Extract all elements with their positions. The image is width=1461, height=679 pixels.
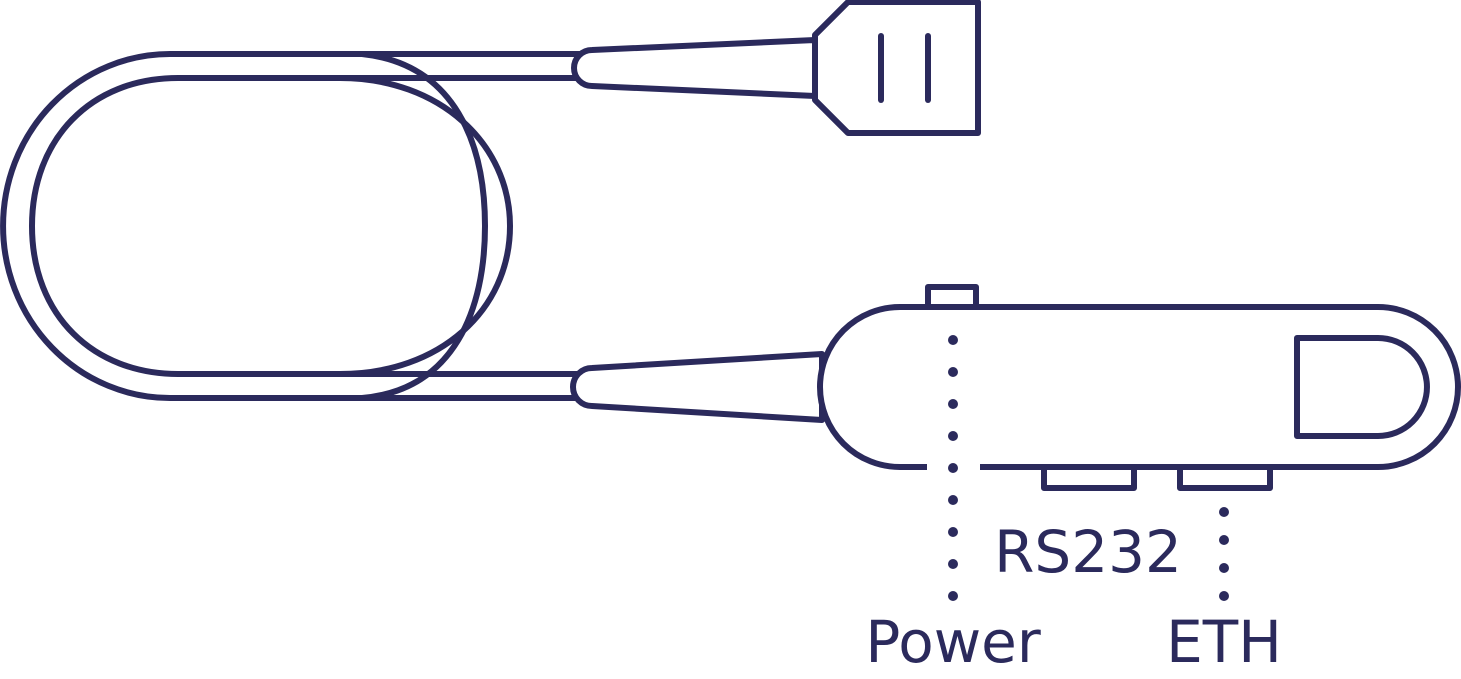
power-leader-dot	[948, 431, 958, 441]
eth-leader-line	[1219, 507, 1229, 601]
cable-outer-loop	[0, 51, 583, 401]
rs232-label: RS232	[994, 518, 1182, 586]
device-window	[1294, 335, 1430, 439]
device-strain-relief	[570, 351, 825, 423]
power-leader-dot	[948, 527, 958, 537]
power-leader-dot	[948, 399, 958, 409]
power-leader-line	[948, 335, 958, 601]
power-label: Power	[865, 608, 1041, 676]
plug-strain-relief	[571, 37, 818, 99]
power-leader-dot	[948, 335, 958, 345]
cable-crossing-outer	[359, 51, 488, 401]
eth-port	[1177, 464, 1273, 491]
power-leader-dot	[948, 591, 958, 601]
plug-icon	[571, 0, 981, 136]
power-leader-dot	[948, 463, 958, 473]
power-leader-dot	[948, 367, 958, 377]
rs232-port	[1041, 464, 1137, 491]
eth-leader-dot	[1219, 507, 1229, 517]
eth-leader-dot	[1219, 535, 1229, 545]
cable-icon	[0, 51, 583, 401]
cable-crossing	[337, 75, 513, 377]
device-icon	[570, 284, 1461, 491]
eth-leader-dot	[1219, 563, 1229, 573]
plug-head	[812, 0, 981, 136]
eth-leader-dot	[1219, 591, 1229, 601]
device-body	[817, 304, 1461, 470]
power-leader-dot	[948, 495, 958, 505]
eth-label: ETH	[1166, 608, 1282, 676]
power-leader-dot	[948, 559, 958, 569]
cable-inner-loop	[29, 75, 583, 377]
